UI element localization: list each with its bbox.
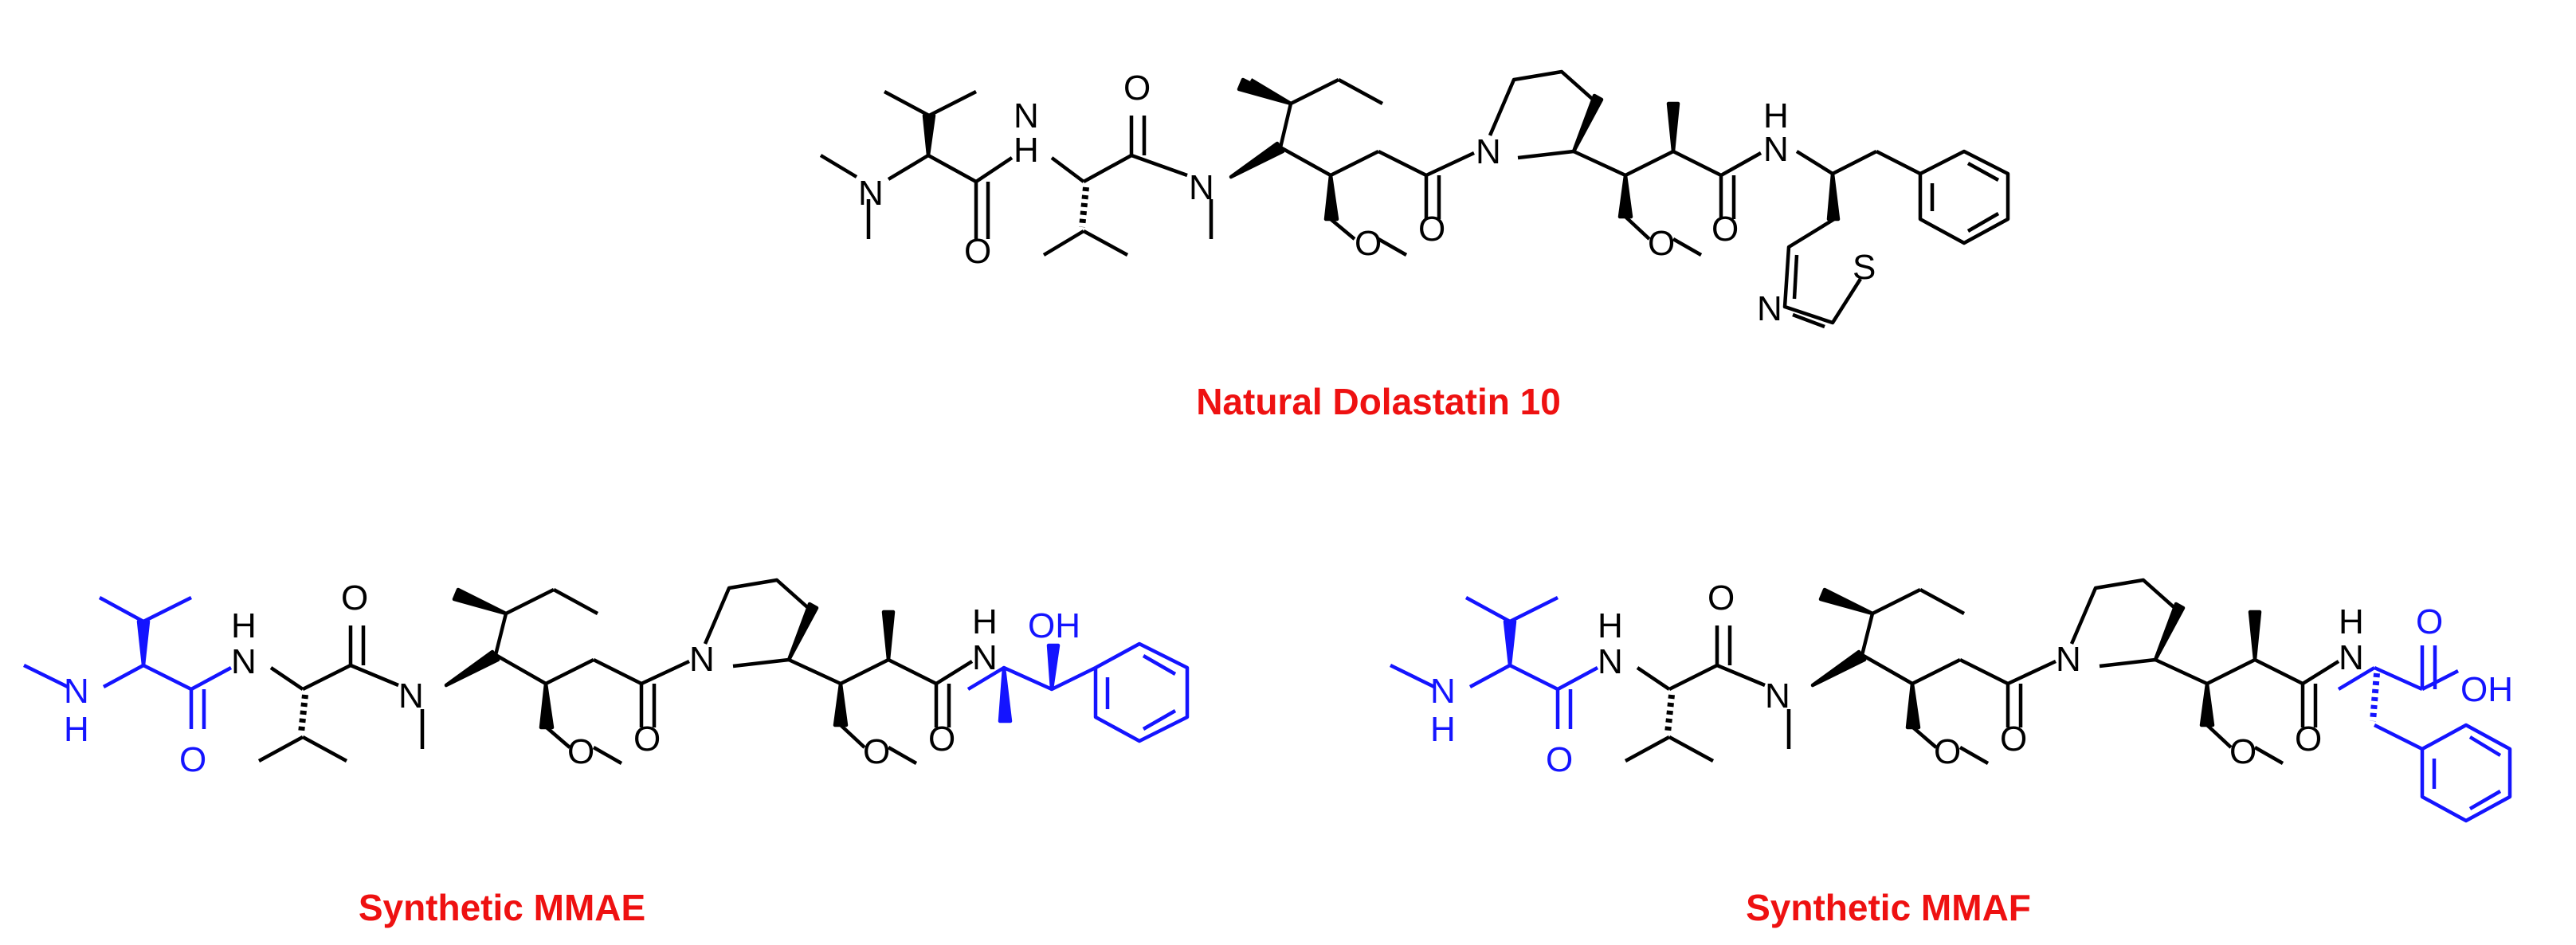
svg-text:N: N bbox=[1757, 289, 1782, 328]
svg-text:N: N bbox=[64, 672, 89, 711]
svg-text:S: S bbox=[1853, 248, 1876, 287]
mmae-structure bbox=[23, 578, 1190, 765]
svg-text:H: H bbox=[1014, 131, 1039, 170]
dolastatin-10-structure bbox=[819, 69, 2010, 329]
svg-text:N: N bbox=[2339, 638, 2364, 677]
svg-text:H: H bbox=[972, 602, 998, 641]
svg-text:H: H bbox=[1430, 710, 1456, 749]
svg-text:O: O bbox=[1546, 740, 1573, 779]
svg-text:O: O bbox=[964, 232, 991, 271]
svg-text:N: N bbox=[1763, 130, 1789, 169]
svg-text:O: O bbox=[179, 740, 206, 779]
svg-text:N: N bbox=[1189, 168, 1214, 207]
svg-text:O: O bbox=[567, 732, 594, 771]
svg-text:N: N bbox=[2056, 640, 2081, 679]
mmaf-structure bbox=[1390, 578, 2512, 823]
svg-text:H: H bbox=[1598, 606, 1623, 645]
svg-text:N: N bbox=[858, 174, 884, 213]
svg-text:O: O bbox=[633, 720, 661, 759]
svg-text:N: N bbox=[1014, 96, 1039, 135]
mmae-atom-labels: N H O OH N H O N O O N O O N H bbox=[64, 578, 1080, 779]
svg-text:O: O bbox=[2295, 720, 2322, 759]
mmae-caption: Synthetic MMAE bbox=[359, 887, 645, 928]
svg-text:H: H bbox=[1763, 96, 1789, 135]
svg-text:H: H bbox=[64, 710, 89, 749]
dolastatin-10-atom-labels: N O H N O N O O N O O N H N S bbox=[858, 69, 1876, 328]
svg-text:O: O bbox=[1355, 224, 1382, 263]
svg-text:N: N bbox=[1430, 672, 1456, 711]
svg-text:O: O bbox=[1418, 210, 1445, 249]
svg-text:O: O bbox=[1123, 69, 1151, 108]
svg-text:H: H bbox=[2339, 602, 2364, 641]
svg-text:N: N bbox=[231, 642, 257, 681]
svg-text:O: O bbox=[1711, 210, 1739, 249]
svg-text:OH: OH bbox=[2460, 670, 2513, 709]
svg-text:N: N bbox=[1598, 642, 1623, 681]
svg-text:O: O bbox=[341, 578, 368, 618]
svg-text:O: O bbox=[1708, 578, 1735, 618]
svg-text:O: O bbox=[2416, 602, 2443, 641]
svg-text:N: N bbox=[972, 638, 998, 677]
svg-text:O: O bbox=[1648, 224, 1675, 263]
svg-text:O: O bbox=[1934, 732, 1961, 771]
mmaf-atom-labels: N H O O OH N H O N O O N O O N H bbox=[1430, 578, 2513, 779]
svg-text:O: O bbox=[863, 732, 890, 771]
dolastatin-10-caption: Natural Dolastatin 10 bbox=[1196, 381, 1561, 422]
svg-text:O: O bbox=[928, 720, 955, 759]
svg-text:O: O bbox=[2229, 732, 2256, 771]
svg-text:N: N bbox=[1476, 132, 1501, 171]
svg-text:H: H bbox=[231, 606, 257, 645]
mmaf-caption: Synthetic MMAF bbox=[1746, 887, 2031, 928]
svg-text:N: N bbox=[398, 676, 424, 716]
svg-text:N: N bbox=[689, 640, 715, 679]
svg-text:O: O bbox=[2000, 720, 2027, 759]
svg-text:OH: OH bbox=[1028, 606, 1080, 645]
svg-text:N: N bbox=[1765, 676, 1790, 716]
